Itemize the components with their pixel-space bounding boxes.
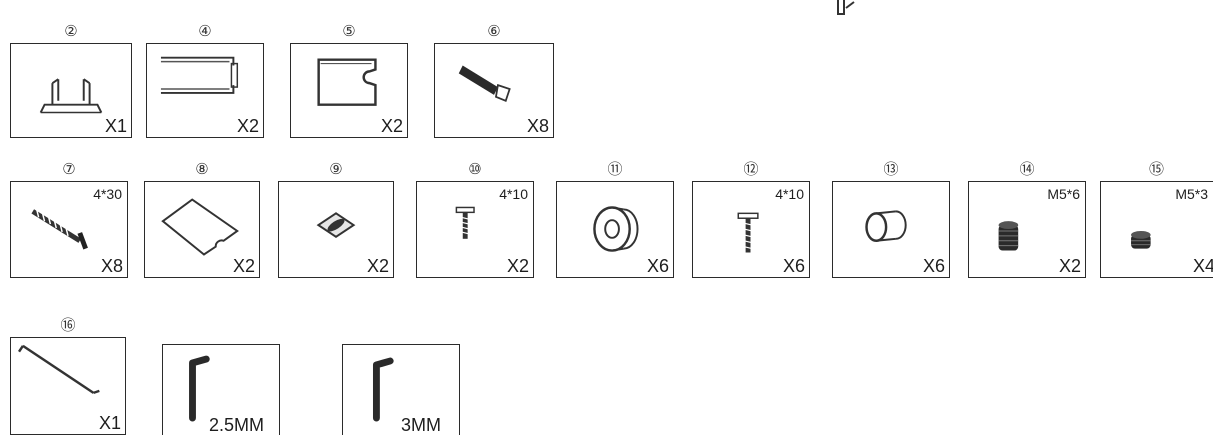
short-screw-icon: [455, 206, 475, 239]
spec-label: 4*30: [93, 186, 122, 202]
part-box: X6: [832, 181, 950, 278]
part-box: X8: [434, 43, 554, 138]
part-number: ⑭: [1019, 160, 1035, 178]
part-box: 4*10 X2: [416, 181, 534, 278]
part-2: ② X1: [10, 22, 132, 138]
quantity-label: X2: [366, 256, 389, 276]
part-11: ⑪ X6: [556, 160, 674, 278]
part-number: ⑤: [342, 22, 356, 40]
long-screw-icon: [31, 209, 88, 250]
spec-label: M5*6: [1047, 186, 1080, 202]
part-number: ⑨: [329, 160, 343, 178]
spec-label: 4*10: [775, 186, 804, 202]
part-10: ⑩ 4*10 X2: [416, 160, 534, 278]
rod-icon: [18, 344, 100, 395]
quantity-label: X6: [646, 256, 669, 276]
part-box: X2: [278, 181, 394, 278]
part-5: ⑤ X2: [290, 22, 408, 138]
set-screw-icon: [1131, 230, 1151, 249]
part-box: M5*3 X4: [1100, 181, 1213, 278]
part-16: ⑯ X1: [10, 316, 126, 435]
set-screw-icon: [998, 221, 1019, 251]
key-size-label: 2.5MM: [209, 415, 265, 435]
part-14: ⑭ M5*6 X2: [968, 160, 1086, 278]
part-number: ⑫: [743, 160, 759, 178]
part-number: ⑩: [468, 160, 482, 178]
part-box: M5*6 X2: [968, 181, 1086, 278]
hex-key-icon: [189, 355, 210, 422]
part-box: X2: [144, 181, 260, 278]
part-number: ⑦: [62, 160, 76, 178]
part-number: ④: [198, 22, 212, 40]
part-7: ⑦ 4*30 X8: [10, 160, 128, 278]
spacer-ring-icon: [593, 206, 639, 252]
quantity-label: X8: [100, 256, 123, 276]
part-4: ④ X2: [146, 22, 264, 138]
part-box: X1: [10, 43, 132, 138]
plate-icon: [317, 58, 377, 106]
part-number: ⑪: [607, 160, 623, 178]
fragment-icon: [837, 0, 855, 15]
part-number: ⑯: [60, 316, 76, 334]
part-number: ⑧: [195, 160, 209, 178]
short-screw-icon: [737, 212, 759, 253]
quantity-label: X2: [236, 116, 259, 136]
bracket-icon: [39, 78, 103, 114]
hex-key-3mm: 3MM: [342, 344, 460, 435]
quantity-label: X2: [380, 116, 403, 136]
part-box: X2: [290, 43, 408, 138]
quantity-label: X6: [922, 256, 945, 276]
quantity-label: X1: [98, 413, 121, 433]
quantity-label: X2: [1058, 256, 1081, 276]
quantity-label: X2: [232, 256, 255, 276]
part-number: ⑥: [487, 22, 501, 40]
part-box: X2: [146, 43, 264, 138]
key-size-label: 3MM: [401, 415, 441, 435]
part-number: ⑬: [883, 160, 899, 178]
part-number: ⑮: [1148, 160, 1164, 178]
part-box: X6: [556, 181, 674, 278]
sleeve-icon: [865, 210, 907, 242]
part-number: ②: [64, 22, 78, 40]
quantity-label: X6: [782, 256, 805, 276]
part-box: 4*10 X6: [692, 181, 810, 278]
part-13: ⑬ X6: [832, 160, 950, 278]
anchor-plug-icon: [458, 65, 511, 102]
shim-plate-icon: [161, 198, 239, 256]
quantity-label: X8: [526, 116, 549, 136]
part-8: ⑧ X2: [144, 160, 260, 278]
slot-washer-icon: [316, 212, 356, 239]
quantity-label: X4: [1192, 256, 1213, 276]
quantity-label: X2: [506, 256, 529, 276]
part-15: ⑮ M5*3 X4: [1100, 160, 1213, 278]
spec-label: M5*3: [1175, 186, 1208, 202]
hex-key-2-5mm: 2.5MM: [162, 344, 280, 435]
quantity-label: X1: [104, 116, 127, 136]
spec-label: 4*10: [499, 186, 528, 202]
hex-key-icon: [372, 357, 394, 422]
part-12: ⑫ 4*10 X6: [692, 160, 810, 278]
frame-rail-icon: [160, 56, 239, 94]
part-box: X1: [10, 337, 126, 435]
part-6: ⑥ X8: [434, 22, 554, 138]
part-9: ⑨ X2: [278, 160, 394, 278]
part-box: 4*30 X8: [10, 181, 128, 278]
